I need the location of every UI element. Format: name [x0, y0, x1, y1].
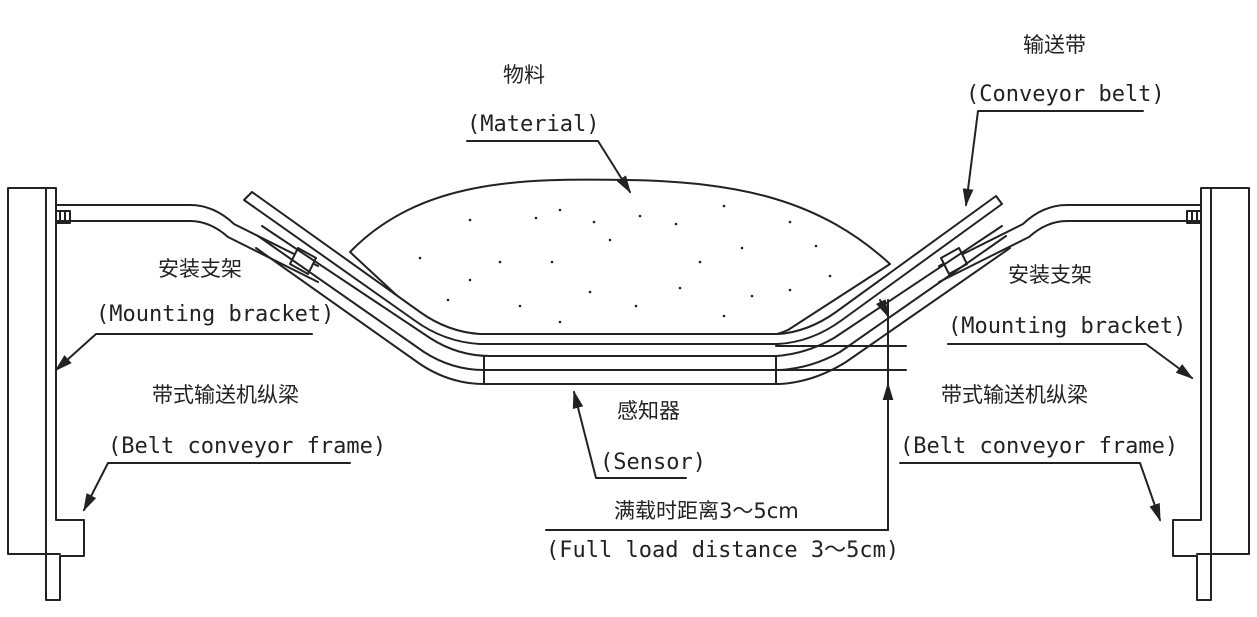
sensor-label-cn: 感知器 — [617, 399, 680, 423]
left-mounting-bracket — [55, 204, 319, 283]
left-frame-leader — [83, 462, 351, 512]
material-heap — [349, 178, 891, 339]
sensor-label-en: (Sensor) — [600, 450, 706, 475]
material-label-en: (Material) — [467, 112, 600, 137]
left-frame — [7, 187, 85, 601]
material-particles — [418, 204, 832, 324]
left-frame-label-cn: 带式输送机纵梁 — [152, 383, 299, 407]
right-frame-leader — [899, 462, 1161, 522]
distance-label-en: (Full load distance 3～5cm) — [546, 538, 900, 563]
material-label-cn: 物料 — [503, 63, 545, 87]
belt-label-en: (Conveyor belt) — [966, 82, 1165, 107]
right-bracket-leader — [947, 343, 1194, 380]
left-bracket-leader — [54, 333, 313, 372]
right-frame-label-en: (Belt conveyor frame) — [900, 434, 1179, 459]
distance-reference-lines — [775, 299, 907, 531]
right-frame-label-cn: 带式输送机纵梁 — [941, 383, 1088, 407]
sensor-leader — [572, 390, 687, 479]
left-bracket-label-cn: 安装支架 — [158, 257, 242, 281]
belt-label-cn: 输送带 — [1023, 33, 1086, 57]
left-bracket-label-en: (Mounting bracket) — [96, 302, 335, 327]
conveyor-belt — [243, 191, 1011, 385]
right-frame — [1172, 187, 1250, 601]
left-frame-label-en: (Belt conveyor frame) — [108, 434, 387, 459]
distance-label-cn: 满载时距离3～5cm — [614, 499, 799, 523]
right-bracket-label-cn: 安装支架 — [1008, 263, 1092, 287]
right-bracket-label-en: (Mounting bracket) — [948, 314, 1187, 339]
material-leader — [466, 140, 631, 194]
belt-leader — [962, 110, 1144, 207]
